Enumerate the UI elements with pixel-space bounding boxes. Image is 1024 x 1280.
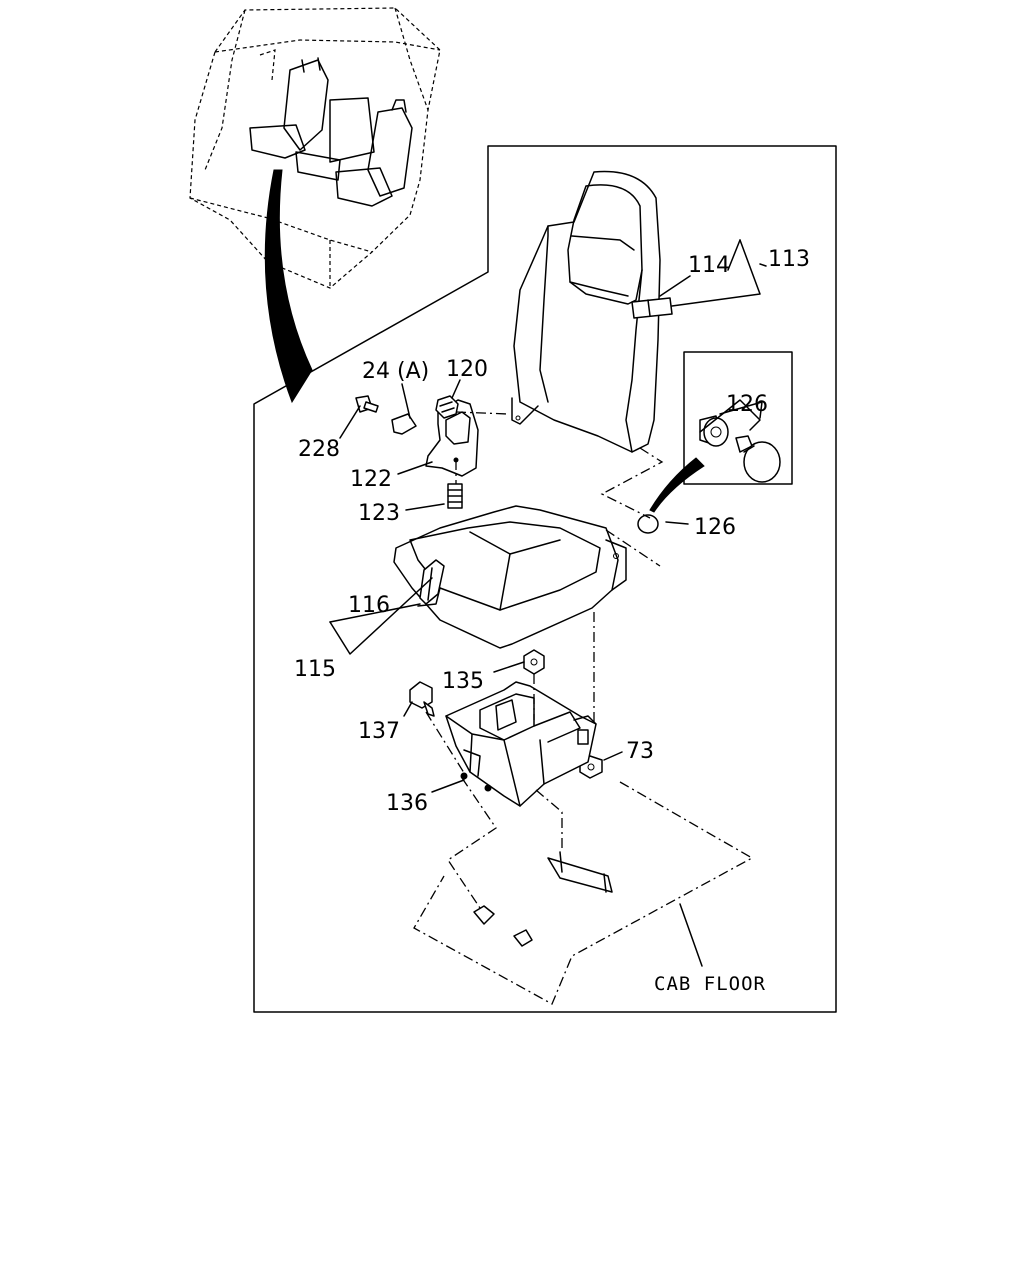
nut-135	[523, 649, 545, 675]
label-228: 228	[298, 437, 340, 462]
label-114: 114	[688, 253, 730, 278]
label-123: 123	[358, 501, 400, 526]
inset-126-detail	[649, 351, 793, 513]
label-cab-floor: CAB FLOOR	[654, 973, 766, 995]
bolt-120	[435, 395, 459, 419]
label-120: 120	[446, 357, 488, 382]
bolt-137	[409, 681, 435, 717]
label-116: 116	[348, 593, 390, 618]
leader-lines	[329, 239, 767, 967]
cab-overview-illustration	[189, 7, 441, 404]
seat-cushion	[393, 505, 627, 649]
label-24a: 24 (A)	[362, 359, 429, 384]
part-labels: 113 114 120 24 (A) 228 122 123 126 126 1…	[294, 247, 810, 995]
label-137: 137	[358, 719, 400, 744]
clip-24a	[391, 413, 417, 435]
seat-riser-frame	[445, 681, 597, 807]
bolt-123	[447, 483, 463, 509]
cab-floor-panel	[413, 781, 754, 1005]
label-136: 136	[386, 791, 428, 816]
assembly-guide-lines	[425, 411, 664, 915]
seat-back	[511, 170, 673, 453]
label-126: 126	[694, 515, 736, 540]
bolt-228	[355, 395, 379, 413]
label-115: 115	[294, 657, 336, 682]
cap-126	[637, 514, 659, 534]
label-135: 135	[442, 669, 484, 694]
label-73: 73	[626, 739, 654, 764]
label-122: 122	[350, 467, 392, 492]
label-113: 113	[768, 247, 810, 272]
label-126-inset: 126	[726, 392, 768, 417]
detail-frame	[253, 145, 837, 1013]
